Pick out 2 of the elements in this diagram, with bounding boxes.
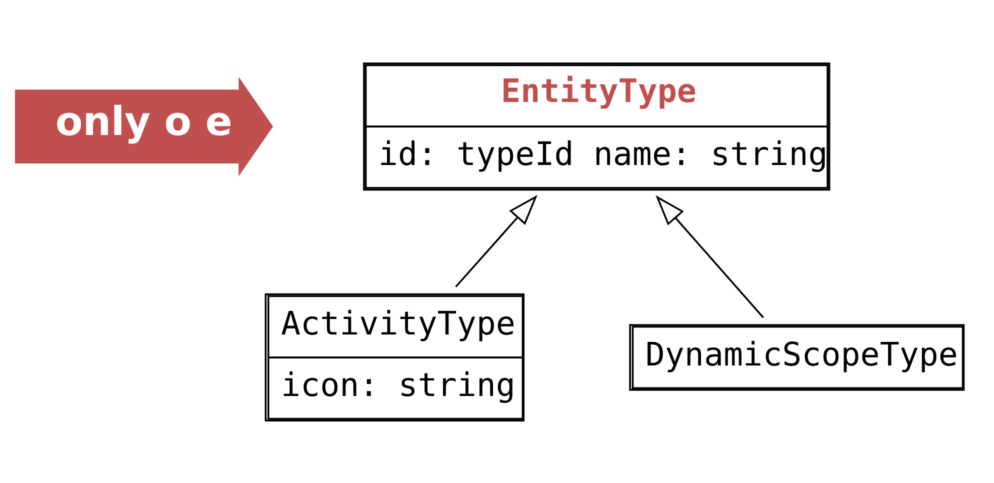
arrow	[455, 194, 538, 287]
arrow	[656, 194, 764, 318]
